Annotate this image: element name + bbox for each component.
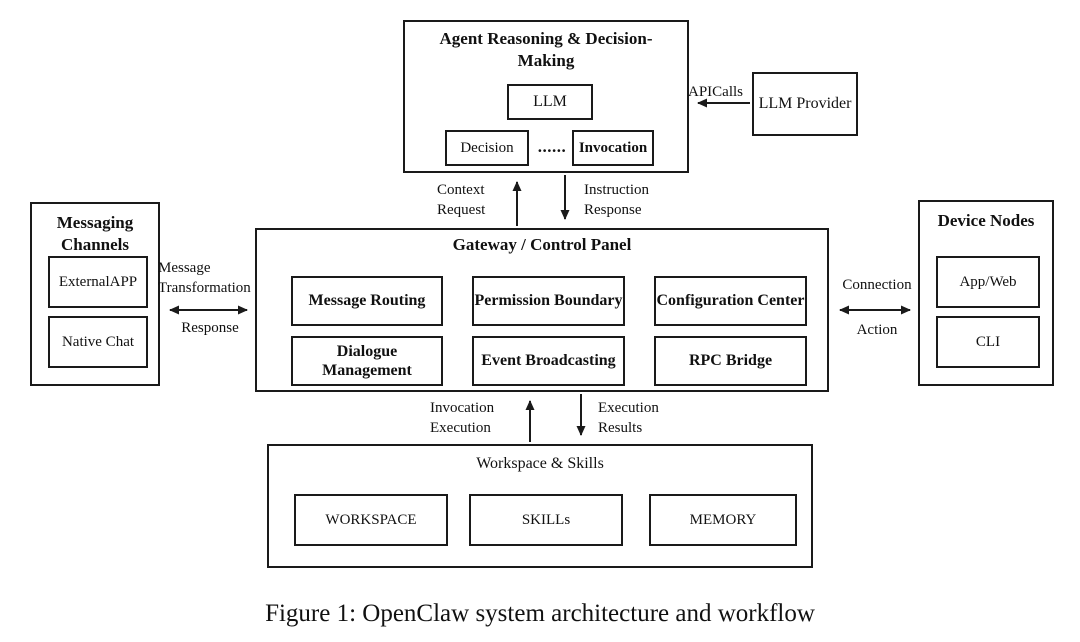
cli-box: CLI [936, 316, 1040, 368]
messaging-channels-title: Messaging Channels [56, 213, 134, 255]
workspace-skills-title: Workspace & Skills [476, 455, 604, 472]
execution-results-label: Execution Results [598, 400, 659, 436]
action-label: Action [856, 322, 898, 338]
ellipsis-dots: ...... [537, 137, 567, 156]
permission-boundary-label: Permission Boundary [474, 292, 623, 310]
agent-reasoning-title: Agent Reasoning & Decision-Making [439, 29, 653, 71]
workspace-label: WORKSPACE [325, 512, 417, 528]
cli-label: CLI [975, 334, 1001, 350]
llm-provider-label: LLM Provider [758, 95, 852, 112]
decision-label: Decision [460, 140, 514, 156]
llm-box: LLM [507, 84, 593, 120]
invocation-box: Invocation [572, 130, 654, 166]
gateway-title: Gateway / Control Panel [452, 235, 632, 254]
context-request-label: Context Request [437, 182, 486, 218]
app-web-label: App/Web [959, 274, 1017, 290]
native-chat-box: Native Chat [48, 316, 148, 368]
llm-provider-box: LLM Provider [752, 72, 858, 136]
event-broadcasting-label: Event Broadcasting [481, 352, 616, 370]
agent-reasoning-box: Agent Reasoning & Decision-Making LLM De… [403, 20, 689, 173]
configuration-center-box: Configuration Center [654, 276, 807, 326]
gateway-control-panel-box: Gateway / Control Panel Message Routing … [255, 228, 829, 392]
device-nodes-title: Device Nodes [937, 211, 1035, 230]
configuration-center-label: Configuration Center [656, 292, 805, 310]
app-web-box: App/Web [936, 256, 1040, 308]
event-broadcasting-box: Event Broadcasting [472, 336, 625, 386]
workspace-skills-box: Workspace & Skills WORKSPACE SKILLs MEMO… [267, 444, 813, 568]
permission-boundary-box: Permission Boundary [472, 276, 625, 326]
invocation-label: Invocation [578, 140, 648, 156]
skills-box: SKILLs [469, 494, 623, 546]
external-app-box: ExternalAPP [48, 256, 148, 308]
message-routing-box: Message Routing [291, 276, 443, 326]
rpc-bridge-label: RPC Bridge [688, 352, 773, 370]
connection-label: Connection [842, 277, 912, 293]
skills-label: SKILLs [521, 512, 571, 528]
memory-label: MEMORY [689, 512, 757, 528]
messaging-channels-box: Messaging Channels ExternalAPP Native Ch… [30, 202, 160, 386]
llm-label: LLM [533, 93, 567, 111]
message-routing-label: Message Routing [308, 292, 426, 310]
native-chat-label: Native Chat [61, 334, 135, 350]
api-calls-label: APICalls [688, 84, 744, 100]
figure-caption: Figure 1: OpenClaw system architecture a… [265, 600, 815, 627]
workspace-box: WORKSPACE [294, 494, 448, 546]
dialogue-management-box: Dialogue Management [291, 336, 443, 386]
decision-box: Decision [445, 130, 529, 166]
message-transformation-label: Message Transformation [158, 260, 251, 296]
invocation-execution-label: Invocation Execution [430, 400, 495, 436]
instruction-response-label: Instruction Response [584, 182, 649, 218]
memory-box: MEMORY [649, 494, 797, 546]
external-app-label: ExternalAPP [58, 274, 138, 290]
device-nodes-box: Device Nodes App/Web CLI [918, 200, 1054, 386]
dialogue-management-label: Dialogue Management [322, 342, 412, 379]
rpc-bridge-box: RPC Bridge [654, 336, 807, 386]
response-label: Response [181, 320, 239, 336]
